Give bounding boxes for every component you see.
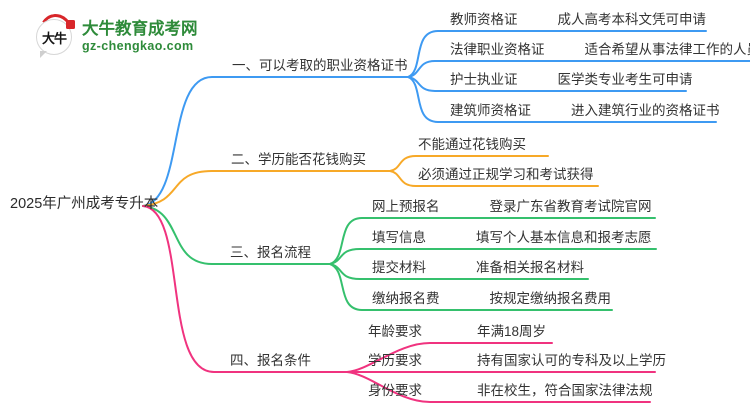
branch-3-lines bbox=[142, 205, 657, 311]
branch-3-child-4-line bbox=[329, 263, 613, 311]
branch-2-child-2: 必须通过正规学习和考试获得 bbox=[418, 167, 594, 182]
branch-1-lines bbox=[142, 30, 750, 207]
branch-3-child-1: 网上预报名 登录广东省教育考试院官网 bbox=[372, 198, 652, 216]
child-keyword: 年龄要求 bbox=[368, 324, 422, 339]
child-desc: 准备相关报名材料 bbox=[476, 260, 584, 275]
branch-4-child-2: 学历要求 持有国家认可的专科及以上学历 bbox=[368, 352, 666, 370]
child-keyword: 法律职业资格证 bbox=[450, 42, 545, 57]
child-desc: 持有国家认可的专科及以上学历 bbox=[477, 353, 666, 368]
branch-4-label: 四、报名条件 bbox=[230, 353, 311, 368]
logo-bull-icon: 大牛 bbox=[34, 11, 76, 58]
branch-2-label: 二、学历能否花钱购买 bbox=[231, 152, 366, 167]
child-desc: 年满18周岁 bbox=[477, 324, 547, 339]
child-keyword: 网上预报名 bbox=[372, 199, 440, 214]
branch-1-child-2: 法律职业资格证 适合希望从事法律工作的人员 bbox=[450, 41, 750, 59]
branch-3-main-line bbox=[142, 205, 331, 265]
branch-4-child-3: 身份要求 非在校生，符合国家法律法规 bbox=[368, 382, 653, 400]
branch-3-label: 三、报名流程 bbox=[230, 245, 311, 260]
child-keyword: 学历要求 bbox=[368, 353, 422, 368]
branch-2-child-1-line bbox=[389, 155, 549, 172]
central-topic: 2025年广州成考专升本 bbox=[10, 196, 159, 212]
branch-2-lines bbox=[142, 155, 599, 207]
branch-2-child-1: 不能通过花钱购买 bbox=[418, 137, 526, 152]
branch-4-child-1: 年龄要求 年满18周岁 bbox=[368, 323, 546, 341]
child-keyword: 建筑师资格证 bbox=[450, 103, 531, 118]
branch-4-main-line bbox=[142, 205, 348, 373]
child-desc: 成人高考本科文凭可申请 bbox=[557, 12, 707, 27]
child-desc: 非在校生，符合国家法律法规 bbox=[477, 383, 653, 398]
child-desc: 进入建筑行业的资格证书 bbox=[571, 103, 720, 118]
child-keyword: 身份要求 bbox=[368, 383, 422, 398]
branch-4-child-1-line bbox=[346, 342, 553, 373]
branch-3-child-4: 缴纳报名费 按规定缴纳报名费用 bbox=[372, 290, 611, 308]
child-keyword: 缴纳报名费 bbox=[372, 291, 440, 306]
logo-circle-icon: 大牛 bbox=[36, 19, 72, 55]
branch-1-child-4-line bbox=[407, 76, 717, 123]
logo-text: 大牛教育成考网 gz-chengkao.com bbox=[82, 19, 198, 54]
branch-3-child-3: 提交材料 准备相关报名材料 bbox=[372, 259, 584, 277]
branch-1-child-3: 护士执业证 医学类专业考生可申请 bbox=[450, 71, 693, 89]
child-desc: 医学类专业考生可申请 bbox=[557, 72, 693, 87]
branch-3-child-2-line bbox=[329, 248, 657, 265]
logo-domain: gz-chengkao.com bbox=[82, 38, 194, 53]
branch-1-child-4: 建筑师资格证 进入建筑行业的资格证书 bbox=[450, 102, 720, 120]
site-logo[interactable]: 大牛 大牛教育成考网 gz-chengkao.com bbox=[34, 11, 198, 58]
child-desc: 按规定缴纳报名费用 bbox=[489, 291, 612, 306]
logo-title: 大牛教育成考网 bbox=[82, 19, 198, 38]
branch-1-label: 一、可以考取的职业资格证书 bbox=[232, 58, 408, 73]
logo-bubble-tail-icon bbox=[40, 51, 47, 58]
branch-4-lines bbox=[142, 205, 656, 403]
branch-1-child-2-line bbox=[407, 60, 750, 78]
child-keyword: 填写信息 bbox=[372, 230, 426, 245]
branch-2-main-line bbox=[142, 170, 391, 207]
child-desc: 适合希望从事法律工作的人员 bbox=[584, 42, 750, 57]
branch-1-main-line bbox=[142, 76, 409, 207]
branch-2-child-2-line bbox=[389, 170, 599, 187]
branch-3-child-1-line bbox=[329, 217, 656, 265]
branch-3-child-2: 填写信息 填写个人基本信息和报考志愿 bbox=[372, 229, 652, 247]
logo-seal-icon bbox=[66, 20, 75, 29]
child-desc: 登录广东省教育考试院官网 bbox=[489, 199, 652, 214]
child-desc: 填写个人基本信息和报考志愿 bbox=[476, 230, 652, 245]
branch-4-child-3-line bbox=[346, 371, 651, 403]
branch-1-child-1-line bbox=[407, 30, 707, 78]
child-keyword: 护士执业证 bbox=[450, 72, 518, 87]
child-keyword: 提交材料 bbox=[372, 260, 426, 275]
branch-1-child-1: 教师资格证 成人高考本科文凭可申请 bbox=[450, 11, 706, 29]
child-keyword: 教师资格证 bbox=[450, 12, 518, 27]
